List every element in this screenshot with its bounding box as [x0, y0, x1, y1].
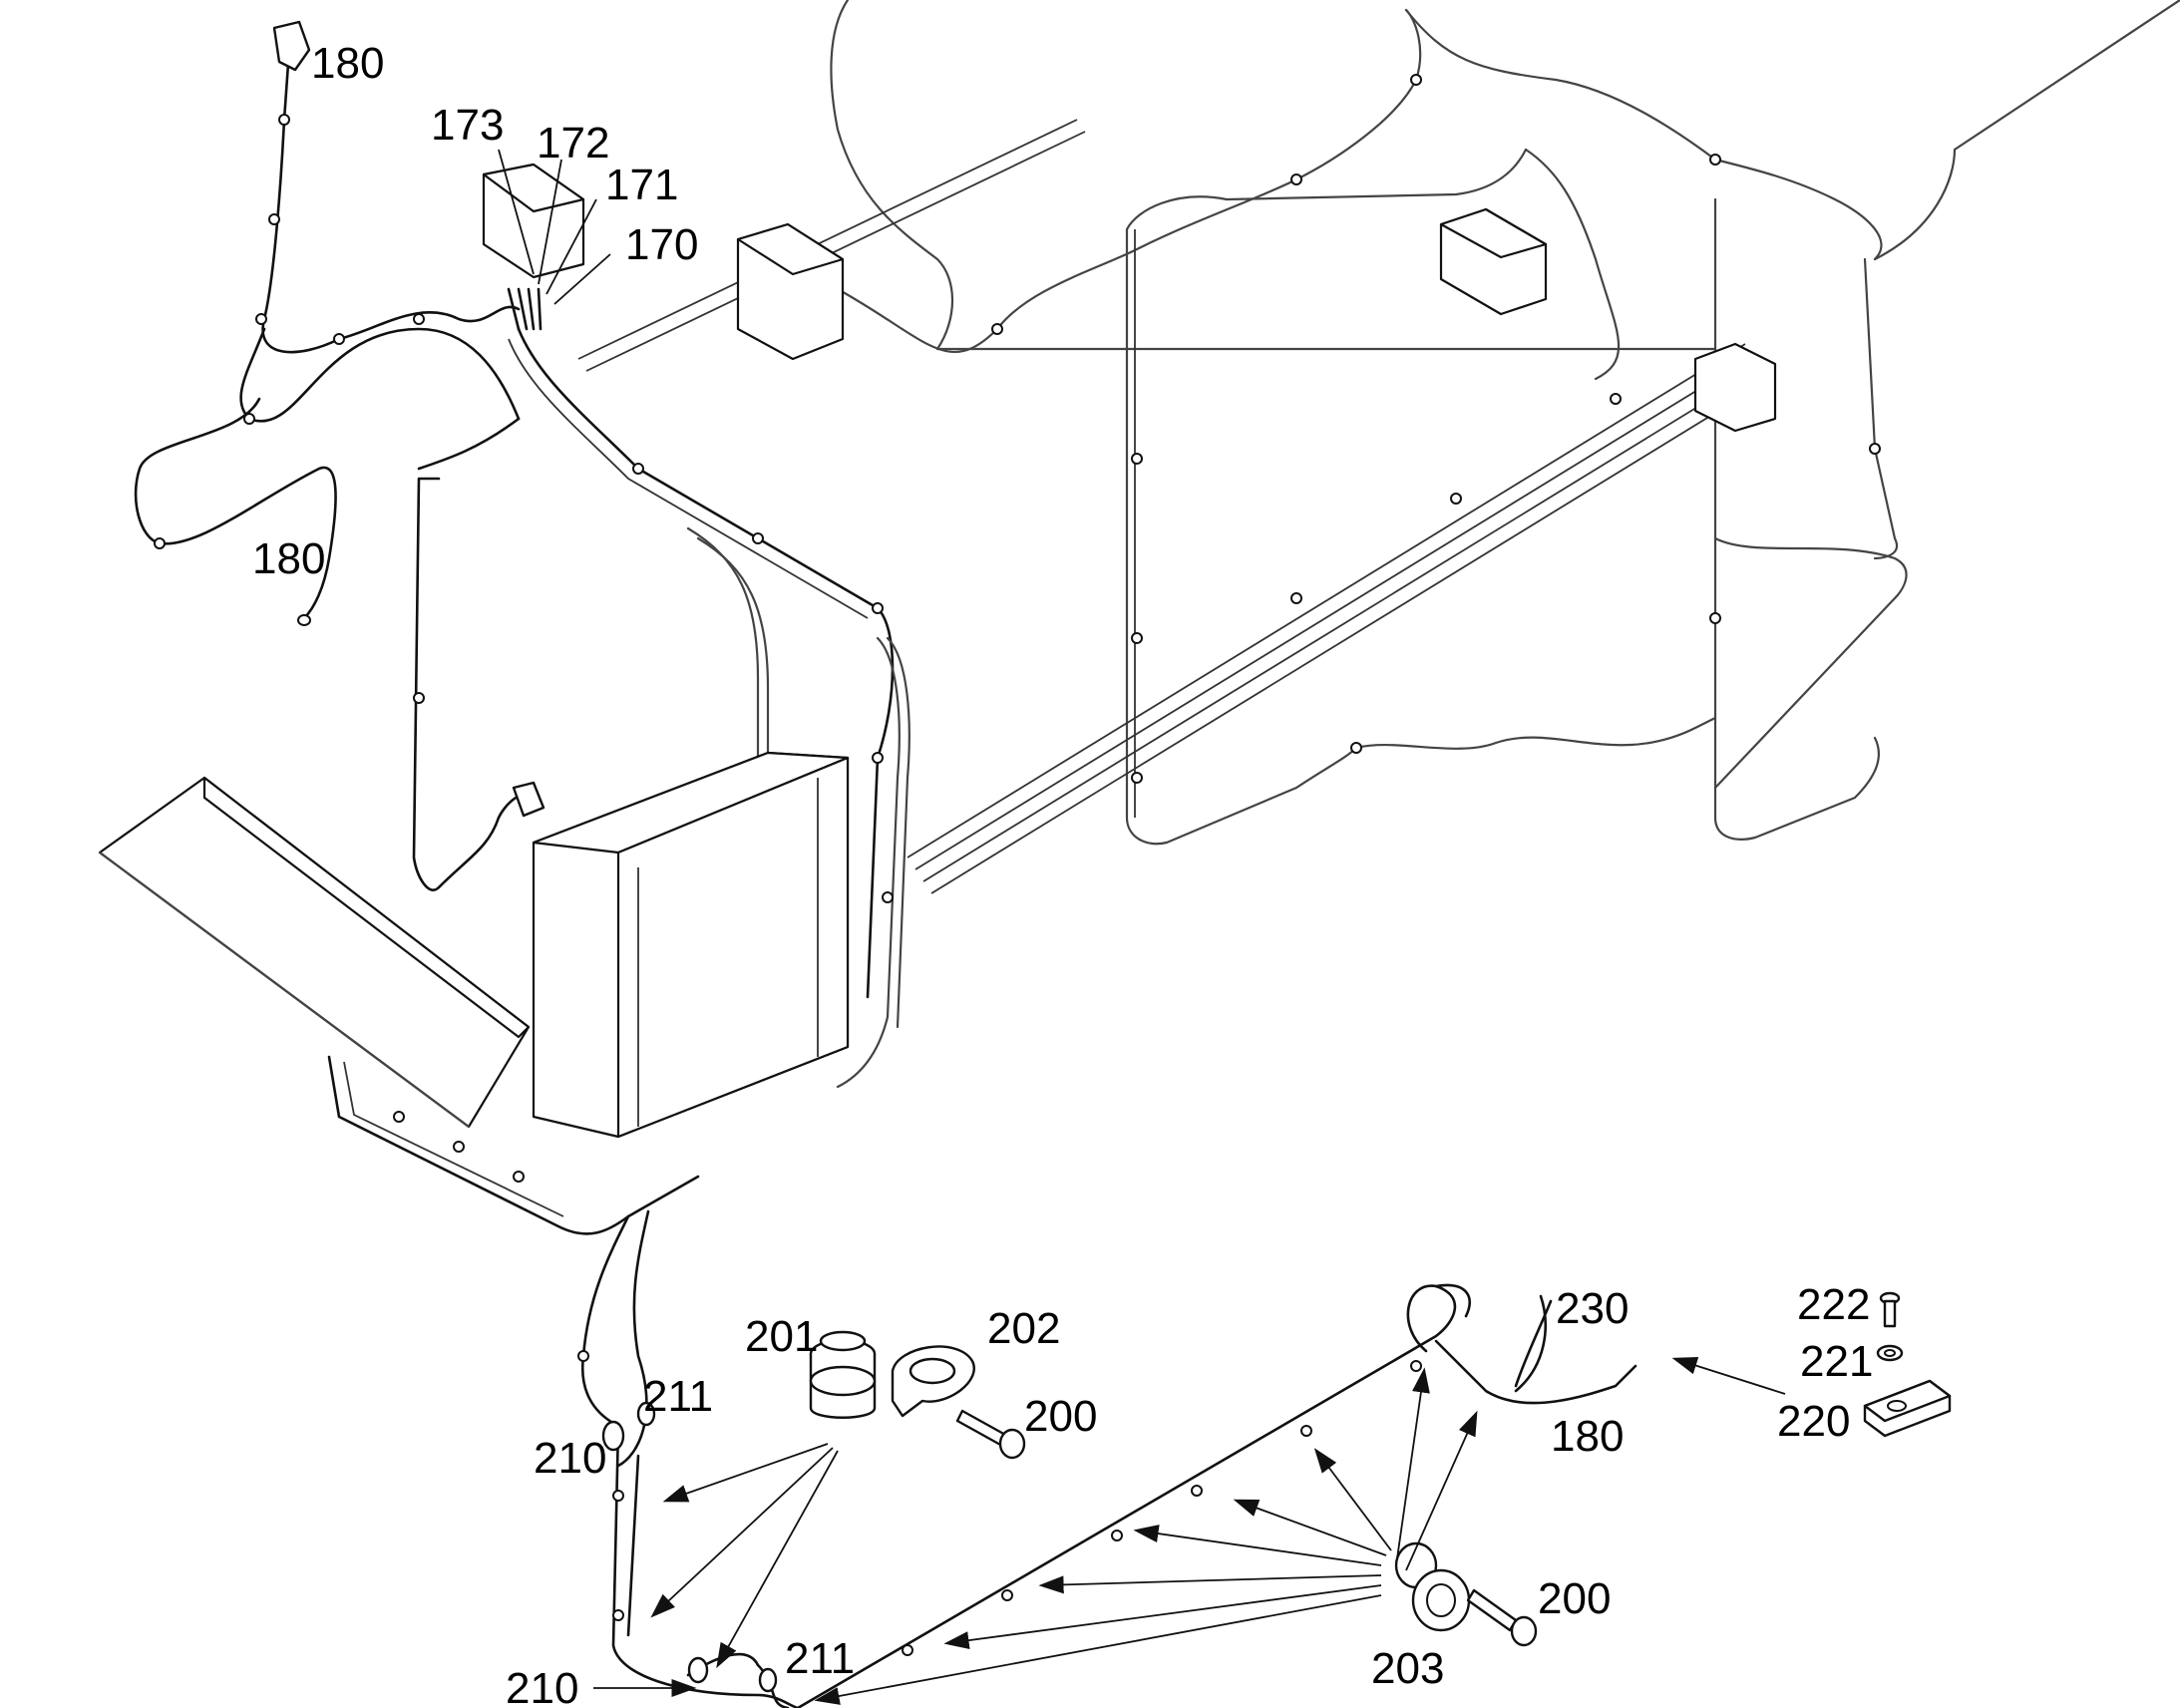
harness-180-left-loop [134, 397, 337, 620]
callout-200-right: 200 [1538, 1574, 1611, 1623]
callout-labels: 180 173 172 171 170 180 201 202 200 211 … [252, 39, 1873, 1708]
grommet-211-top [636, 1401, 656, 1427]
harness-180-top [239, 48, 521, 423]
harness-bottom-loop [327, 1055, 700, 1468]
callout-230: 230 [1556, 1284, 1629, 1333]
callout-171: 171 [605, 161, 678, 209]
leader-lines [498, 149, 1786, 1705]
callout-220: 220 [1777, 1397, 1850, 1446]
clamp-202 [891, 1345, 975, 1418]
connector-mid-left [512, 781, 545, 818]
screw-222 [1879, 1291, 1901, 1328]
harness-230 [1514, 1294, 1547, 1393]
callout-210-top: 210 [534, 1434, 606, 1483]
callout-180-right: 180 [1551, 1412, 1624, 1461]
harness-lower [611, 1424, 800, 1708]
callout-180-left: 180 [252, 534, 325, 583]
callout-203: 203 [1371, 1644, 1444, 1693]
mounting-panel-left [98, 776, 531, 1129]
junction-box-upper-center [736, 222, 845, 361]
grommet-201 [809, 1330, 877, 1419]
harness-diagonal-lower-right [796, 1283, 1637, 1708]
callout-211-top: 211 [643, 1372, 713, 1421]
callout-210-bottom: 210 [506, 1664, 578, 1708]
washer-221 [1876, 1344, 1904, 1362]
connector-180-left-end [297, 614, 311, 626]
callout-201: 201 [745, 1312, 818, 1361]
control-box-large [532, 751, 850, 1139]
clamp-203 [1394, 1541, 1471, 1632]
callout-172: 172 [537, 119, 609, 168]
callout-170: 170 [625, 220, 698, 269]
mount-base-220 [1863, 1379, 1952, 1438]
connector-block-right [1693, 342, 1777, 433]
connector-180-top [272, 20, 311, 72]
callout-173: 173 [431, 101, 504, 150]
callout-180-top: 180 [311, 39, 384, 88]
grommet-211-bottom [758, 1667, 778, 1693]
bolt-200-right [1466, 1588, 1538, 1647]
connector-block-170-173 [482, 163, 585, 331]
bolt-200-mid [955, 1409, 1026, 1460]
callout-200-mid: 200 [1024, 1392, 1097, 1441]
grommet-210-top [601, 1420, 625, 1452]
main-harness-right [577, 0, 2180, 894]
callout-211-bottom: 211 [785, 1634, 855, 1683]
callout-202: 202 [987, 1304, 1060, 1353]
junction-box-upper-right [1439, 207, 1548, 316]
callout-222: 222 [1797, 1280, 1870, 1329]
callout-221: 221 [1800, 1337, 1873, 1386]
harness-clips [154, 74, 1881, 1656]
grommet-210-bottom [687, 1656, 709, 1684]
